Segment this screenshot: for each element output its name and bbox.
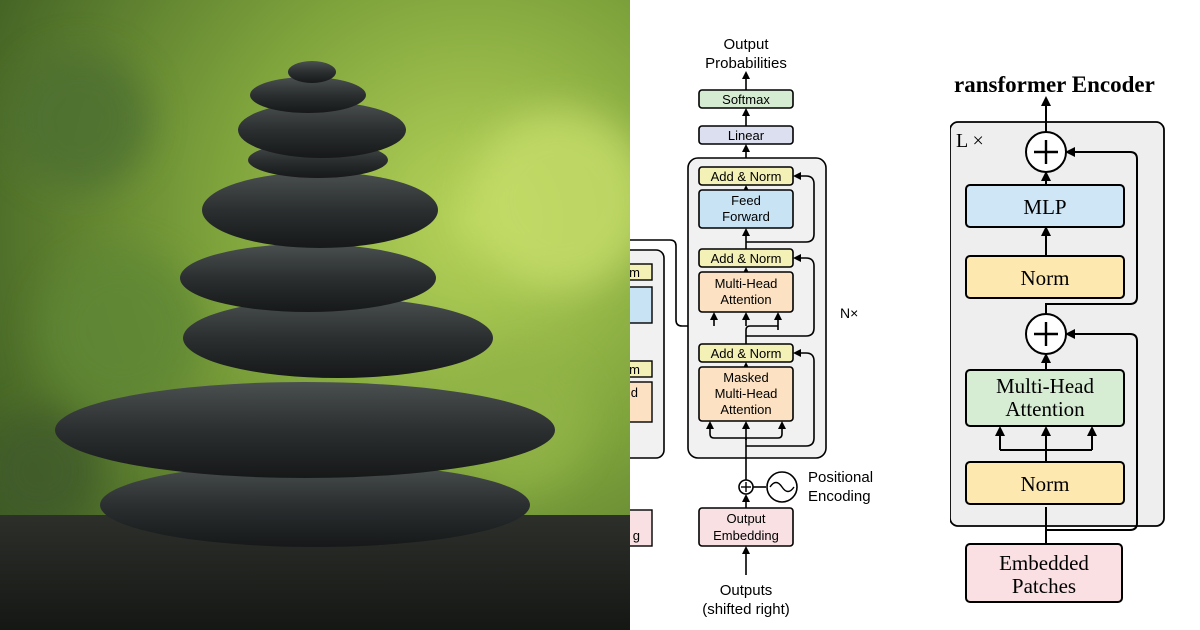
feed-forward-line1: Feed: [731, 193, 761, 208]
linear-label: Linear: [728, 128, 765, 143]
masked-line3: Attention: [720, 402, 771, 417]
transformer-decoder-diagram: m m d g Output Probabilities Softmax Lin…: [630, 0, 950, 630]
output-probabilities-line1: Output: [723, 36, 769, 53]
output-probabilities-line2: Probabilities: [705, 55, 787, 72]
add-norm-bottom-label: Add & Norm: [711, 346, 782, 361]
patches-line2: Patches: [1012, 574, 1076, 598]
softmax-label: Softmax: [722, 92, 770, 107]
vit-encoder-diagram: ransformer Encoder L × MLP Norm Multi-He…: [950, 0, 1200, 630]
patches-line1: Embedded: [999, 551, 1089, 575]
masked-line2: Multi-Head: [715, 386, 778, 401]
clipped-text-2: m: [630, 362, 640, 377]
norm-bottom-label: Norm: [1021, 472, 1070, 496]
encoder-svg: ransformer Encoder L × MLP Norm Multi-He…: [950, 72, 1165, 603]
norm-top-label: Norm: [1021, 266, 1070, 290]
decoder-svg: m m d g Output Probabilities Softmax Lin…: [630, 36, 873, 618]
mlp-label: MLP: [1023, 195, 1066, 219]
stone-stack: [55, 61, 555, 547]
embed-line1: Output: [726, 511, 765, 526]
clipped-text-4: g: [633, 528, 640, 543]
clipped-encoder-panel: m m d g: [630, 239, 720, 547]
feed-forward-line2: Forward: [722, 209, 770, 224]
pos-enc-line1: Positional: [808, 469, 873, 486]
outputs-line2: (shifted right): [702, 601, 790, 618]
embed-line2: Embedding: [713, 528, 779, 543]
stones-image: [0, 0, 630, 630]
clipped-text-1: m: [630, 265, 640, 280]
stacked-stones-photo: [0, 0, 630, 630]
mha-line1: Multi-Head: [715, 276, 778, 291]
clipped-text-3: d: [631, 385, 638, 400]
encoder-mha-line1: Multi-Head: [996, 374, 1094, 398]
add-norm-mid-label: Add & Norm: [711, 251, 782, 266]
masked-line1: Masked: [723, 370, 769, 385]
norm-bottom-box: [965, 461, 1125, 505]
pos-enc-line2: Encoding: [808, 488, 871, 505]
norm-top-box: [965, 255, 1125, 299]
encoder-repeat-label: L ×: [956, 130, 984, 152]
embedded-patches-box: [965, 543, 1123, 603]
encoder-title: ransformer Encoder: [954, 72, 1155, 97]
encoder-mha-line2: Attention: [1005, 397, 1085, 421]
decoder-repeat-label: N×: [840, 305, 858, 321]
outputs-line1: Outputs: [720, 582, 773, 599]
add-norm-top-label: Add & Norm: [711, 169, 782, 184]
mha-line2: Attention: [720, 292, 771, 307]
